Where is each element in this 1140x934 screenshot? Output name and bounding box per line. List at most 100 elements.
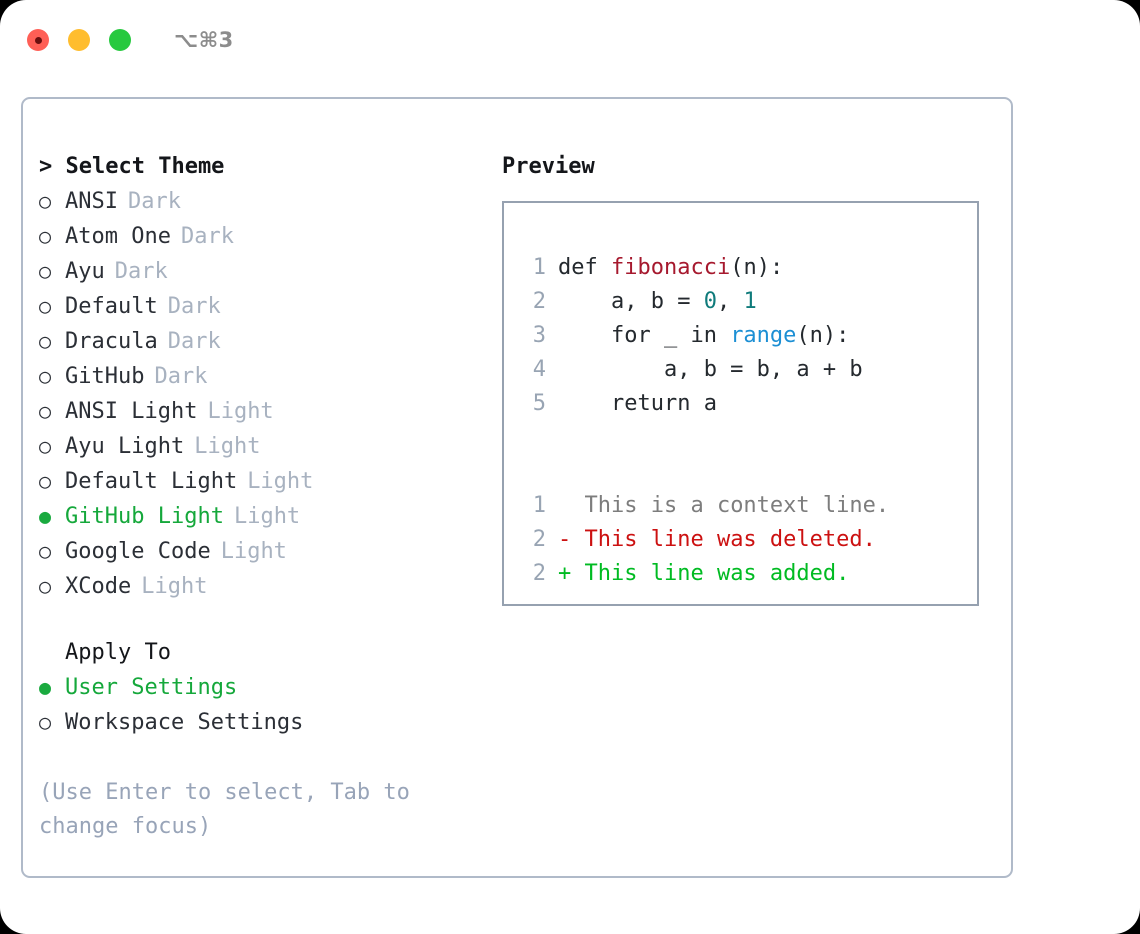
line-number: 1 (532, 255, 546, 280)
theme-option-label: Dracula (65, 329, 158, 354)
code-token-plain: def (558, 255, 611, 280)
code-blank-line (516, 455, 889, 489)
theme-variant-badge: Light (233, 504, 301, 529)
theme-variant-badge: Dark (154, 364, 208, 389)
theme-option-dracula[interactable]: ○ Dracula Dark (39, 324, 489, 359)
diff-line-text: This line was added. (571, 561, 850, 586)
theme-option-ansi[interactable]: ○ ANSI Dark (39, 184, 489, 219)
theme-variant-badge: Light (141, 574, 208, 599)
keyboard-hint: (Use Enter to select, Tab to change focu… (39, 780, 410, 839)
close-button-icon[interactable] (27, 29, 49, 51)
theme-option-ansi-light[interactable]: ○ ANSI Light Light (39, 394, 489, 429)
radio-unselected-icon: ○ (39, 710, 52, 734)
radio-unselected-icon: ○ (39, 399, 52, 423)
theme-option-ayu-light[interactable]: ○ Ayu Light Light (39, 429, 489, 464)
diff-line-text: This line was deleted. (571, 527, 876, 552)
theme-variant-badge: Light (207, 399, 274, 424)
preview-heading: Preview (502, 154, 595, 179)
radio-unselected-icon: ○ (39, 224, 52, 248)
radio-unselected-icon: ○ (39, 469, 52, 493)
title-bar: ⌥⌘3 (0, 0, 1140, 80)
apply-to-list[interactable]: ● User Settings ○ Workspace Settings (39, 670, 489, 740)
apply-to-heading: Apply To (65, 640, 171, 665)
code-line: 1 def fibonacci(n): (516, 251, 889, 285)
theme-variant-badge: Dark (167, 329, 221, 354)
theme-option-default[interactable]: ○ Default Dark (39, 289, 489, 324)
theme-option-label: Google Code (65, 539, 211, 564)
theme-option-label: ANSI Light (65, 399, 198, 424)
theme-option-label: XCode (65, 574, 132, 599)
code-line: 4 a, b = b, a + b (516, 353, 889, 387)
radio-unselected-icon: ○ (39, 364, 52, 388)
theme-option-label: GitHub Light (65, 504, 224, 529)
code-token-bi: range (730, 323, 797, 348)
code-token-num: 1 (743, 289, 757, 314)
theme-variant-badge: Light (220, 539, 287, 564)
code-line: 3 for _ in range(n): (516, 319, 889, 353)
code-token-plain: a, b = b, a + b (558, 357, 863, 382)
code-token-plain: (n): (730, 255, 784, 280)
line-number: 4 (532, 357, 546, 382)
theme-variant-badge: Light (194, 434, 261, 459)
code-token-fn: fibonacci (610, 255, 731, 280)
theme-option-label: Ayu (65, 259, 105, 284)
theme-option-label: Ayu Light (65, 434, 185, 459)
code-line-text: for _ in range(n): (558, 319, 849, 353)
diff-marker (558, 489, 571, 523)
theme-option-xcode[interactable]: ○ XCode Light (39, 569, 489, 604)
theme-option-atom-one[interactable]: ○ Atom One Dark (39, 219, 489, 254)
diff-line-del: 2- This line was deleted. (516, 523, 889, 557)
radio-unselected-icon: ○ (39, 574, 52, 598)
diff-marker: - (558, 527, 572, 552)
theme-variant-badge: Dark (127, 189, 181, 214)
window-title-shortcut: ⌥⌘3 (174, 28, 234, 52)
radio-unselected-icon: ○ (39, 539, 52, 563)
code-line-text: def fibonacci(n): (558, 251, 783, 285)
apply-to-option-label: User Settings (65, 675, 238, 700)
code-token-plain: , (716, 289, 744, 314)
code-line-text: return a (558, 387, 717, 421)
radio-unselected-icon: ○ (39, 294, 52, 318)
zoom-button-icon[interactable] (109, 29, 131, 51)
radio-selected-icon: ● (39, 675, 52, 699)
apply-to-option-label: Workspace Settings (65, 710, 304, 735)
close-dot-icon (34, 36, 42, 44)
window-controls (27, 29, 131, 51)
line-number: 1 (532, 493, 546, 518)
apply-to-option-workspace-settings[interactable]: ○ Workspace Settings (39, 705, 489, 740)
code-token-plain: return a (558, 391, 717, 416)
diff-line-text: This is a context line. (571, 493, 890, 518)
theme-option-label: Default (65, 294, 158, 319)
code-token-num: 0 (703, 289, 717, 314)
radio-unselected-icon: ○ (39, 189, 52, 213)
minimize-button-icon[interactable] (68, 29, 90, 51)
theme-option-google-code[interactable]: ○ Google Code Light (39, 534, 489, 569)
theme-option-label: ANSI (65, 189, 118, 214)
theme-option-label: Default Light (65, 469, 238, 494)
theme-variant-badge: Dark (114, 259, 168, 284)
line-number: 3 (532, 323, 546, 348)
theme-option-label: Atom One (65, 224, 171, 249)
theme-variant-badge: Dark (180, 224, 234, 249)
apply-to-option-user-settings[interactable]: ● User Settings (39, 670, 489, 705)
line-number: 5 (532, 391, 546, 416)
code-line-text: a, b = b, a + b (558, 353, 863, 387)
radio-unselected-icon: ○ (39, 329, 52, 353)
radio-unselected-icon: ○ (39, 434, 52, 458)
diff-line-ctx: 1 This is a context line. (516, 489, 889, 523)
line-number: 2 (532, 289, 546, 314)
theme-variant-badge: Dark (167, 294, 221, 319)
code-line: 5 return a (516, 387, 889, 421)
diff-line-add: 2+ This line was added. (516, 557, 889, 591)
select-theme-heading: > Select Theme (39, 154, 225, 179)
line-number: 2 (532, 527, 546, 552)
